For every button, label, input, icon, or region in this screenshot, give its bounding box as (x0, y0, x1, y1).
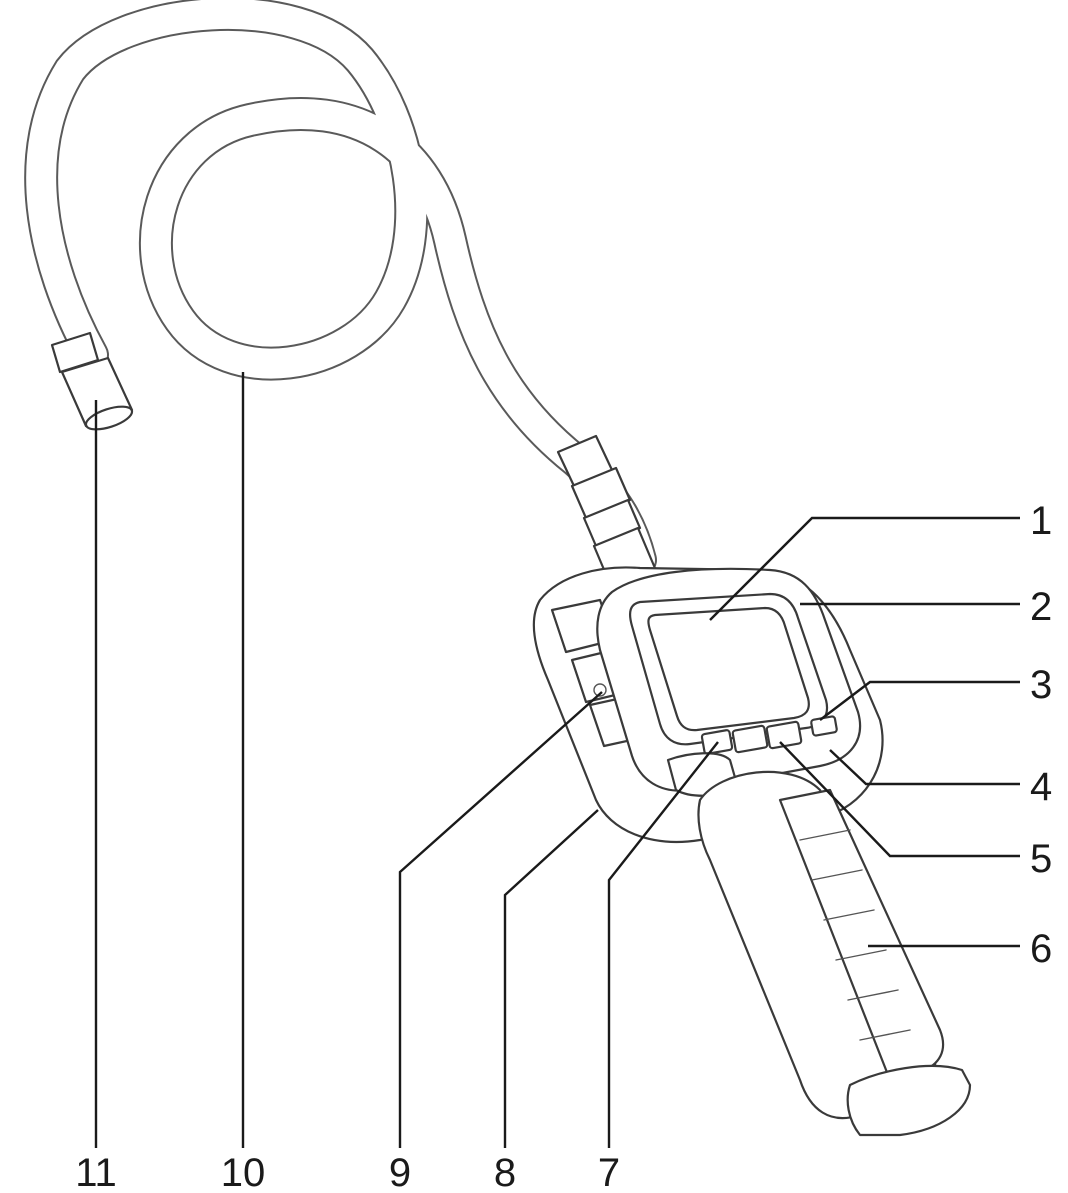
callout-10: 10 (221, 1151, 266, 1193)
callout-2: 2 (1030, 585, 1052, 629)
button-middle (731, 724, 769, 754)
callout-4: 4 (1030, 765, 1052, 809)
lcd-screen (647, 606, 810, 732)
callout-9: 9 (389, 1151, 411, 1193)
callout-8: 8 (494, 1151, 516, 1193)
button-right (765, 720, 803, 750)
gooseneck-hose (24, 0, 657, 577)
callout-6: 6 (1030, 927, 1052, 971)
leader-5 (779, 741, 1020, 858)
camera-probe-head (50, 331, 134, 431)
leader-7 (607, 741, 719, 1148)
leader-1 (709, 516, 1020, 621)
button-far-right (810, 715, 838, 737)
callout-11: 11 (75, 1151, 117, 1193)
callout-7: 7 (598, 1151, 620, 1193)
leader-8 (503, 809, 599, 1148)
leader-lines (94, 372, 1020, 1148)
leader-3 (819, 680, 1020, 721)
handle-grip (697, 770, 972, 1137)
callout-3: 3 (1030, 663, 1052, 707)
callout-1: 1 (1030, 499, 1052, 543)
callout-labels: 1 2 3 4 5 6 7 8 9 10 11 (75, 499, 1052, 1193)
monitor-body (532, 566, 884, 843)
leader-9 (398, 691, 603, 1148)
callout-5: 5 (1030, 837, 1052, 881)
leader-4 (829, 749, 1020, 786)
